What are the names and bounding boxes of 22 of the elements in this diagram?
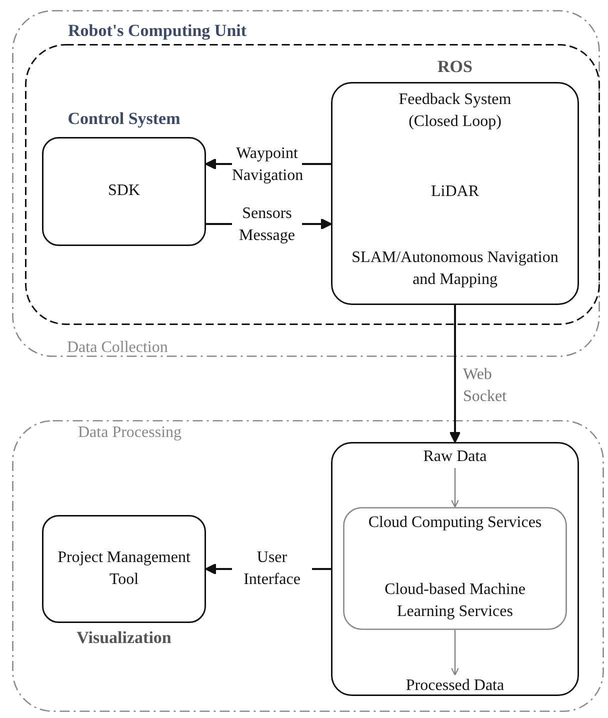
- region-label: Data Processing: [78, 423, 183, 443]
- node-text: SLAM/Autonomous Navigation and Mapping: [350, 248, 560, 290]
- empty-box: [331, 442, 579, 696]
- node-text: Project Management Tool: [56, 548, 192, 590]
- arrow: [450, 630, 460, 676]
- node-text: Cloud-based Machine Learning Services: [384, 580, 526, 622]
- arrow: [449, 305, 461, 443]
- dash-dot-region: [12, 420, 604, 712]
- node-text: LiDAR: [430, 182, 480, 202]
- region-label: Data Collection: [67, 338, 169, 358]
- node-text: Cloud Computing Services: [367, 513, 543, 533]
- group-heading: ROS: [436, 56, 474, 78]
- node-text: Processed Data: [404, 676, 506, 696]
- group-heading: Visualization: [76, 627, 172, 649]
- group-heading: Robot's Computing Unit: [68, 20, 248, 42]
- node-text: Raw Data: [422, 447, 488, 467]
- arrow: [450, 468, 460, 508]
- process-box: [343, 507, 567, 630]
- dash-dot-region: [12, 10, 600, 357]
- node-text: SDK: [106, 181, 141, 201]
- group-heading: Control System: [66, 108, 182, 130]
- node-text: Feedback System (Closed Loop): [398, 90, 512, 132]
